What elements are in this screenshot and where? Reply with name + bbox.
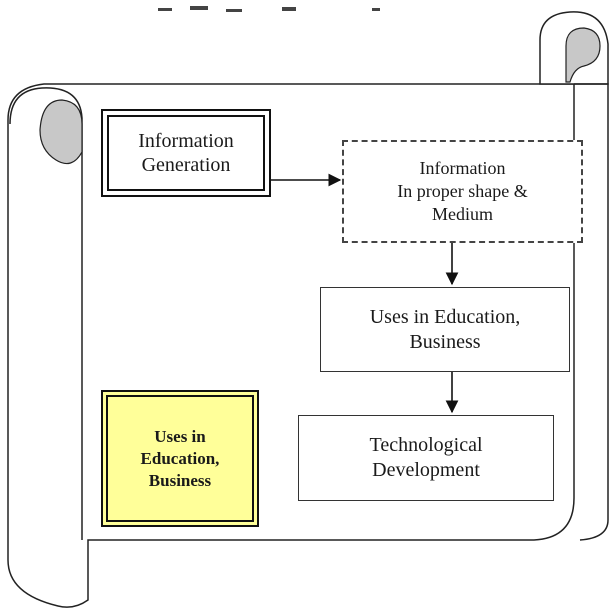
- scroll-curl-top-right: [539, 11, 609, 541]
- node-information-generation-label: Information Generation: [138, 130, 234, 176]
- node-uses-highlight-label: Uses in Education, Business: [140, 426, 220, 490]
- node-technological-development: Technological Development: [298, 415, 554, 501]
- scroll-curl-left: [9, 87, 83, 540]
- node-uses-in-education-label: Uses in Education, Business: [369, 305, 521, 353]
- node-uses-in-education: Uses in Education, Business: [320, 287, 570, 372]
- node-information-generation: Information Generation: [101, 109, 271, 197]
- diagram-arrows: [271, 173, 459, 414]
- cropped-top-text: [158, 6, 380, 12]
- node-technological-development-label: Technological Development: [369, 434, 483, 481]
- node-information-proper-shape-label: Information In proper shape & Medium: [397, 158, 528, 224]
- node-information-proper-shape: Information In proper shape & Medium: [342, 140, 583, 243]
- node-uses-highlight: Uses in Education, Business: [101, 390, 259, 527]
